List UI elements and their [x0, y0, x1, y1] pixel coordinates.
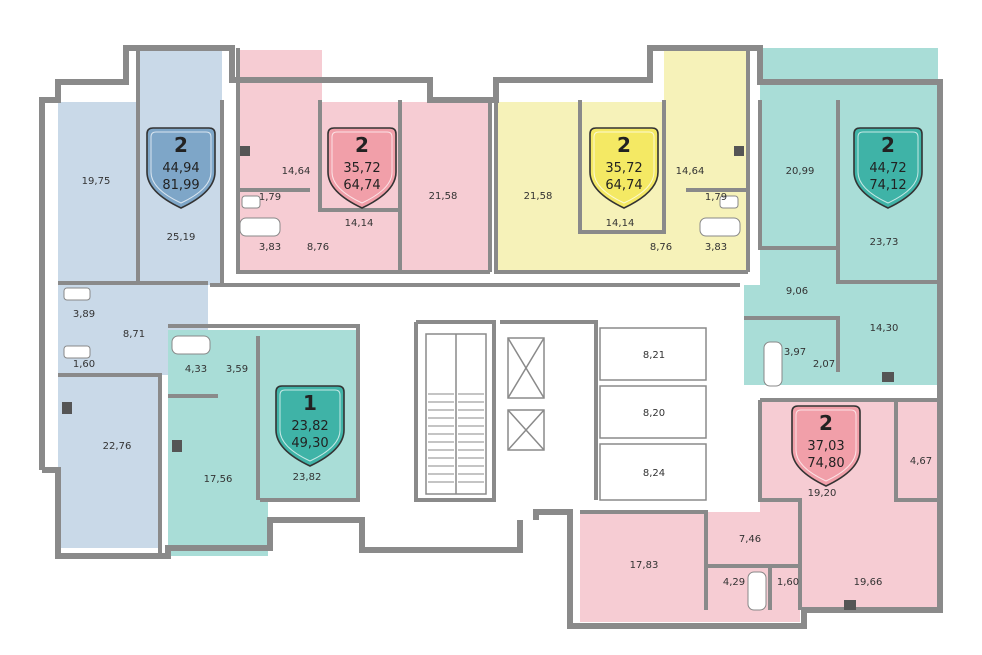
- room-label: 14,30: [870, 323, 899, 334]
- room-label: 1,60: [73, 359, 95, 370]
- room-label: 4,33: [185, 364, 207, 375]
- room-label: 8,21: [643, 350, 665, 361]
- badge-total-area: 64,74: [343, 178, 380, 193]
- apartment-badge-blue[interactable]: 2 44,94 81,99: [146, 127, 216, 209]
- apartment-badge-yellow[interactable]: 2 35,72 64,74: [589, 127, 659, 209]
- room-label: 1,79: [259, 192, 281, 203]
- badge-living-area: 37,03: [807, 439, 844, 454]
- room-label: 8,76: [307, 242, 329, 253]
- room-label: 8,71: [123, 329, 145, 340]
- storage-rooms: [599, 327, 707, 501]
- apartment-badge-pink-bottom[interactable]: 2 37,03 74,80: [791, 405, 861, 487]
- room-label: 1,79: [705, 192, 727, 203]
- room-label: 17,83: [630, 560, 659, 571]
- room-label: 19,75: [82, 176, 111, 187]
- badge-rooms: 2: [174, 133, 188, 157]
- apartment-badge-pink[interactable]: 2 35,72 64,74: [327, 127, 397, 209]
- room-label: 23,73: [870, 237, 899, 248]
- badge-living-area: 44,94: [162, 161, 199, 176]
- badge-rooms: 1: [303, 391, 317, 415]
- room-label: 2,07: [813, 359, 835, 370]
- badge-living-area: 23,82: [291, 419, 328, 434]
- elevator-2: [507, 409, 545, 451]
- stairwell: [425, 333, 487, 495]
- room-label: 8,20: [643, 408, 665, 419]
- room-label: 19,20: [808, 488, 837, 499]
- room-label: 21,58: [524, 191, 553, 202]
- room-label: 20,99: [786, 166, 815, 177]
- room-label: 19,66: [854, 577, 883, 588]
- room-label: 14,14: [345, 218, 374, 229]
- badge-rooms: 2: [355, 133, 369, 157]
- room-label: 8,24: [643, 468, 665, 479]
- badge-total-area: 49,30: [291, 436, 328, 451]
- room-labels: 19,75 25,19 3,89 8,71 1,60 22,76 14,64 1…: [73, 166, 932, 588]
- room-label: 3,97: [784, 347, 806, 358]
- room-label: 9,06: [786, 286, 808, 297]
- badge-total-area: 74,12: [869, 178, 906, 193]
- room-label: 14,14: [606, 218, 635, 229]
- room-label: 1,60: [777, 577, 799, 588]
- room-label: 14,64: [676, 166, 705, 177]
- badge-living-area: 44,72: [869, 161, 906, 176]
- room-label: 25,19: [167, 232, 196, 243]
- room-label: 17,56: [204, 474, 233, 485]
- badge-living-area: 35,72: [605, 161, 642, 176]
- room-label: 23,82: [293, 472, 322, 483]
- apartment-teal-top: [744, 48, 938, 385]
- room-label: 4,29: [723, 577, 745, 588]
- room-label: 3,83: [705, 242, 727, 253]
- apartment-badge-teal-top[interactable]: 2 44,72 74,12: [853, 127, 923, 209]
- room-label: 7,46: [739, 534, 761, 545]
- apartment-badge-teal-small[interactable]: 1 23,82 49,30: [275, 385, 345, 467]
- badge-total-area: 74,80: [807, 456, 844, 471]
- badge-living-area: 35,72: [343, 161, 380, 176]
- room-label: 3,89: [73, 309, 95, 320]
- badge-rooms: 2: [881, 133, 895, 157]
- room-label: 3,59: [226, 364, 248, 375]
- room-label: 14,64: [282, 166, 311, 177]
- room-label: 3,83: [259, 242, 281, 253]
- badge-total-area: 64,74: [605, 178, 642, 193]
- badge-rooms: 2: [617, 133, 631, 157]
- outer-walls: [39, 45, 943, 629]
- room-label: 22,76: [103, 441, 132, 452]
- fixtures: [62, 146, 894, 611]
- badge-rooms: 2: [819, 411, 833, 435]
- room-label: 21,58: [429, 191, 458, 202]
- badge-total-area: 81,99: [162, 178, 199, 193]
- room-label: 8,76: [650, 242, 672, 253]
- elevator-1: [507, 337, 545, 399]
- room-label: 4,67: [910, 456, 932, 467]
